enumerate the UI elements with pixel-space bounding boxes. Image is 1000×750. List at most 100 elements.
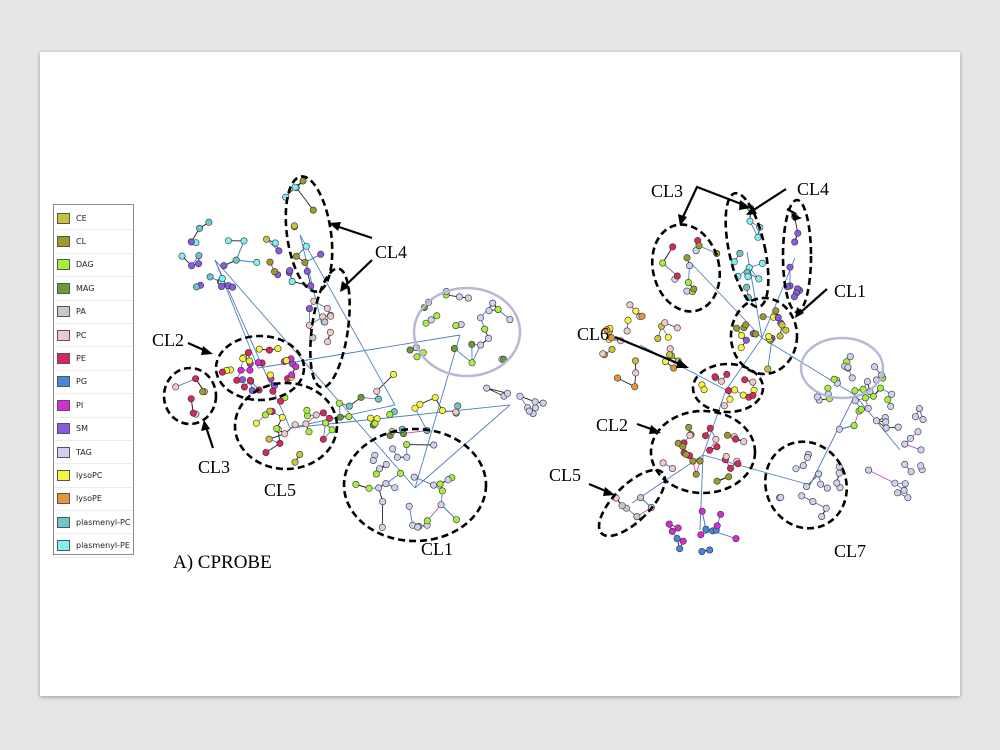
panel-b-cl4-arrowhead-right [791,213,802,221]
panel-a-cl2-arrowhead [201,346,213,355]
legend-swatch [57,469,70,481]
network-node [685,423,693,431]
legend-item: MAG [54,277,133,301]
legend-item: plasmenyl-PC [54,511,133,535]
network-node [844,363,852,371]
network-node [684,278,692,286]
network-node [391,484,399,492]
panel-a-cl3-pointer [204,426,215,449]
network-node [430,481,438,489]
network-node [303,267,311,275]
network-node [815,470,823,478]
network-node [291,183,299,191]
network-node [414,523,422,531]
panel-b-highlight-ring [799,336,885,400]
network-node [725,387,733,395]
network-node [455,293,463,301]
network-node [375,484,383,492]
network-node [803,453,811,461]
network-node [307,282,315,290]
network-node [229,283,237,291]
network-bridge-edge [414,404,511,489]
network-node [525,407,533,415]
panel-b-cl4-label: CL4 [797,179,829,199]
legend-item: DAG [54,254,133,278]
network-node [389,370,397,378]
network-node [638,312,646,320]
network-node [452,322,460,330]
network-bridge-edge [702,454,811,486]
network-node [436,480,444,488]
network-node [413,353,421,361]
network-node [851,397,859,405]
network-node [884,396,892,404]
network-node [416,400,424,408]
network-node [393,453,401,461]
network-node [723,431,731,439]
network-node [894,423,902,431]
network-node [220,262,228,270]
network-node [246,357,254,365]
network-node [196,224,204,232]
network-node [266,407,274,415]
network-bridge-edge [761,257,796,339]
network-node [195,260,203,268]
network-node [759,313,767,321]
panel-b-cl1-pointer [800,288,828,313]
network-edge [486,387,508,394]
network-node [791,238,799,246]
network-node [706,546,714,554]
network-node [325,414,333,422]
network-node [731,386,739,394]
network-node [266,371,274,379]
network-node [723,370,731,378]
panel-b-cl6-arrowhead [676,359,689,368]
network-node [485,307,493,315]
network-node [405,502,413,510]
legend-swatch [57,306,70,318]
network-nodes [172,177,927,555]
network-node [410,473,418,481]
network-node [345,412,353,420]
network-node [303,406,311,414]
network-node [713,477,721,485]
network-node [476,341,484,349]
network-node [291,421,299,429]
network-node [187,238,195,246]
network-node [901,440,909,448]
network-node [422,319,430,327]
network-node [345,402,353,410]
panel-b-cl5-label: CL5 [549,465,581,485]
panel-a-cl4b-outline [309,267,351,389]
network-node [736,249,744,257]
network-node [686,262,694,270]
network-node [379,498,387,506]
network-node [321,419,329,427]
network-node [900,486,908,494]
legend-swatch [57,329,70,341]
network-node [888,390,896,398]
legend-swatch [57,399,70,411]
network-node [668,527,676,535]
network-node [664,333,672,341]
network-node [666,345,674,353]
network-node [206,273,214,281]
network-node [907,468,915,476]
network-node [732,535,740,543]
legend-label: PE [76,354,86,364]
network-node [864,404,872,412]
legend-swatch [57,282,70,294]
network-node [632,369,640,377]
network-node [786,263,794,271]
network-node [240,237,248,245]
legend-label: CL [76,237,87,247]
network-bridge-edge [214,259,416,489]
network-node [904,494,912,502]
network-node [698,507,706,515]
network-node [265,435,273,443]
panel-a-cl3-arrowhead [201,420,210,431]
network-node [737,331,745,339]
network-node [389,445,397,453]
network-node [253,258,261,266]
legend-item: PC [54,324,133,348]
